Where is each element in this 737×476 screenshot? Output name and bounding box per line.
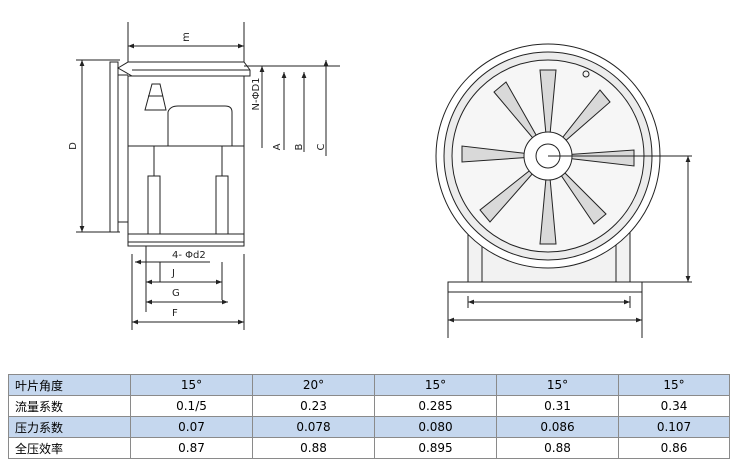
- fan-technical-drawing: m D N-ΦD1 A B C 4- Φd2 J G F: [68, 22, 692, 338]
- table-cell: 20°: [252, 374, 375, 396]
- table-cell: 0.88: [496, 437, 619, 459]
- table-cell: 0.23: [252, 395, 375, 417]
- table-cell: 0.107: [618, 416, 730, 438]
- table-cell: 0.34: [618, 395, 730, 417]
- dim-label-b: B: [294, 143, 305, 150]
- dim-label-d: D: [68, 142, 79, 150]
- table-cell: 0.080: [374, 416, 497, 438]
- table-cell: 0.1/5: [130, 395, 253, 417]
- table-row: 流量系数 0.1/5 0.23 0.285 0.31 0.34: [8, 395, 730, 417]
- table-cell: 0.086: [496, 416, 619, 438]
- row-label-blade-angle: 叶片角度: [8, 374, 131, 396]
- table-row: 压力系数 0.07 0.078 0.080 0.086 0.107: [8, 416, 730, 438]
- table-row: 叶片角度 15° 20° 15° 15° 15°: [8, 374, 730, 396]
- table-cell: 0.07: [130, 416, 253, 438]
- table-cell: 0.87: [130, 437, 253, 459]
- table-cell: 15°: [496, 374, 619, 396]
- table-cell: 0.86: [618, 437, 730, 459]
- row-label-flow-coefficient: 流量系数: [8, 395, 131, 417]
- table-cell: 0.078: [252, 416, 375, 438]
- row-label-total-pressure-efficiency: 全压效率: [8, 437, 131, 459]
- dim-label-n-phi-d1: N-ΦD1: [251, 77, 262, 110]
- table-cell: 15°: [374, 374, 497, 396]
- dim-label-a: A: [272, 143, 283, 150]
- fan-performance-table: 叶片角度 15° 20° 15° 15° 15° 流量系数 0.1/5 0.23…: [8, 374, 730, 459]
- table-cell: 0.895: [374, 437, 497, 459]
- table-row: 全压效率 0.87 0.88 0.895 0.88 0.86: [8, 437, 730, 459]
- dim-label-g: G: [172, 288, 180, 299]
- table-cell: 0.31: [496, 395, 619, 417]
- table-cell: 15°: [130, 374, 253, 396]
- row-label-pressure-coefficient: 压力系数: [8, 416, 131, 438]
- side-view: [76, 22, 340, 330]
- dim-label-c: C: [316, 143, 327, 150]
- dim-label-f: F: [172, 308, 178, 319]
- dim-label-m: m: [181, 32, 192, 42]
- dim-label-j: J: [171, 268, 175, 279]
- table-cell: 0.285: [374, 395, 497, 417]
- front-view: [435, 43, 692, 338]
- table-cell: 0.88: [252, 437, 375, 459]
- dim-label-holes: 4- Φd2: [172, 250, 206, 261]
- table-cell: 15°: [618, 374, 730, 396]
